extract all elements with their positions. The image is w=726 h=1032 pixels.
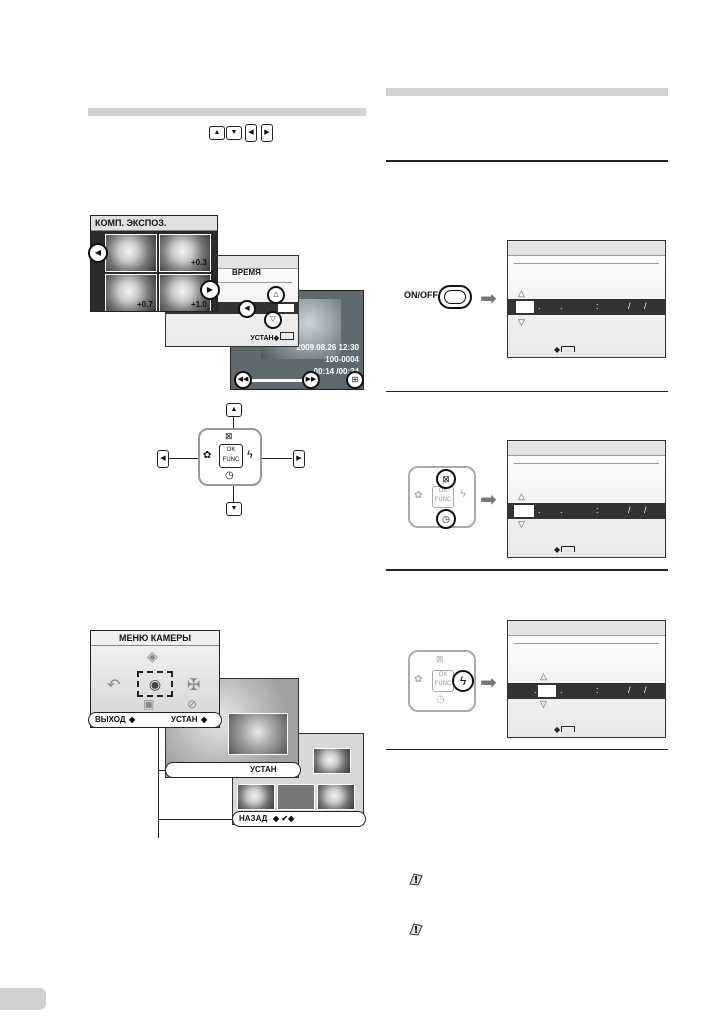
exposure-screen-title: КОМП. ЭКСПОЗ. xyxy=(91,216,217,231)
time-screen-title: ВРЕМЯ xyxy=(232,268,261,277)
index-icon: ⊞ xyxy=(346,371,364,389)
right-key-icon: ▶ xyxy=(261,124,273,142)
svg-text:!: ! xyxy=(414,925,419,936)
exposure-thumb-1 xyxy=(105,234,157,272)
camera-menu-icon: ◉ xyxy=(137,671,173,697)
playback-file: 100-0004 xyxy=(325,355,359,364)
dpad-up-key-icon: ▲ xyxy=(226,403,242,417)
menu-bottom-bar: ВЫХОД ◆ УСТАН ◆ xyxy=(88,712,222,728)
step-divider-2 xyxy=(386,391,668,392)
arrow-keys-row: ▲ ▼ ◀ ▶ xyxy=(209,124,279,142)
dpad-right-key-icon: ▶ xyxy=(293,450,305,468)
step2-screen: △ . . : / / ▽ ◆ xyxy=(507,440,666,558)
step2-exposure-highlight-icon: ⊠ xyxy=(436,469,456,489)
scene-icon: ◈ xyxy=(147,648,158,664)
step-divider-3 xyxy=(386,569,668,571)
erase-icon: ⊘ xyxy=(187,697,198,711)
section-header-bar-right xyxy=(386,88,668,96)
down-key-icon: ▼ xyxy=(226,126,242,140)
callout-vertical-line xyxy=(158,728,159,838)
callout-line-2 xyxy=(158,770,166,771)
dpad-left-key-icon: ◀ xyxy=(157,450,169,468)
playback-time: 00:14 /00:34 xyxy=(313,367,359,376)
playback-progress xyxy=(249,379,307,382)
exposure-thumb-2 xyxy=(159,234,211,272)
exposure-value-3: +0.7 xyxy=(137,300,153,309)
flash-icon: ϟ xyxy=(247,449,253,461)
power-label: ON/OFF xyxy=(404,290,438,300)
step2-arrow-icon: ➡ xyxy=(480,489,497,511)
return-icon: ↶ xyxy=(107,677,121,694)
section-header-bar-left xyxy=(88,108,366,116)
playback-menu-icon: ▣ xyxy=(143,697,155,711)
exposure-comp-icon: ⊠ xyxy=(225,431,233,441)
up-arrow-icon: △ xyxy=(267,286,285,304)
third-bottom-bar: НАЗАД ◆ ✔◆ xyxy=(232,811,366,827)
step2-timer-highlight-icon: ◷ xyxy=(436,509,456,529)
rewind-icon: ◀◀ xyxy=(234,371,252,389)
power-button-icon xyxy=(438,285,472,309)
up-key-icon: ▲ xyxy=(209,126,225,140)
step3-screen: △ . . : / / ▽ ◆ xyxy=(507,620,666,738)
left-key-icon: ◀ xyxy=(245,124,257,142)
exposure-left-arrow-icon: ◀ xyxy=(88,243,108,263)
forward-icon: ▶▶ xyxy=(302,371,320,389)
time-screen-set: УСТАН◆ xyxy=(250,332,294,342)
setup-tools-icon: ✠ xyxy=(187,677,201,694)
step-divider-4 xyxy=(386,749,668,750)
step-divider-1 xyxy=(386,160,668,162)
left-arrow-icon: ◀ xyxy=(238,300,256,318)
playback-date: 2009.08.26 12:30 xyxy=(296,343,359,352)
exposure-thumb-3 xyxy=(105,274,157,311)
exposure-right-arrow-icon: ▶ xyxy=(200,280,220,300)
step3-arrow-icon: ➡ xyxy=(480,672,497,694)
exposure-screen: КОМП. ЭКСПОЗ. +0.3 +0.7 +1.0 xyxy=(90,215,218,312)
note-caution-icon-2: ! xyxy=(408,921,424,937)
exposure-value-4: +1.0 xyxy=(191,300,207,309)
step1-screen: △ . . : / / ▽ ◆ xyxy=(507,240,666,358)
page-number-tab xyxy=(0,988,46,1010)
down-arrow-icon: ▽ xyxy=(264,311,282,329)
svg-text:!: ! xyxy=(414,875,419,886)
callout-line-3 xyxy=(158,819,232,820)
self-timer-icon: ◷ xyxy=(225,470,234,481)
step3-flash-highlight-icon: ϟ xyxy=(452,670,474,692)
second-bottom-bar: УСТАН xyxy=(165,762,301,778)
menu-screen-title: МЕНЮ КАМЕРЫ xyxy=(91,631,219,646)
note-caution-icon-1: ! xyxy=(408,871,424,887)
step1-arrow-icon: ➡ xyxy=(480,288,497,310)
exposure-value-2: +0.3 xyxy=(191,258,207,267)
dpad-down-key-icon: ▼ xyxy=(226,502,242,516)
menu-screen: МЕНЮ КАМЕРЫ ◈ ↶ ◉ ✠ ▣ ⊘ xyxy=(90,630,220,728)
macro-icon: ✿ xyxy=(203,450,212,461)
